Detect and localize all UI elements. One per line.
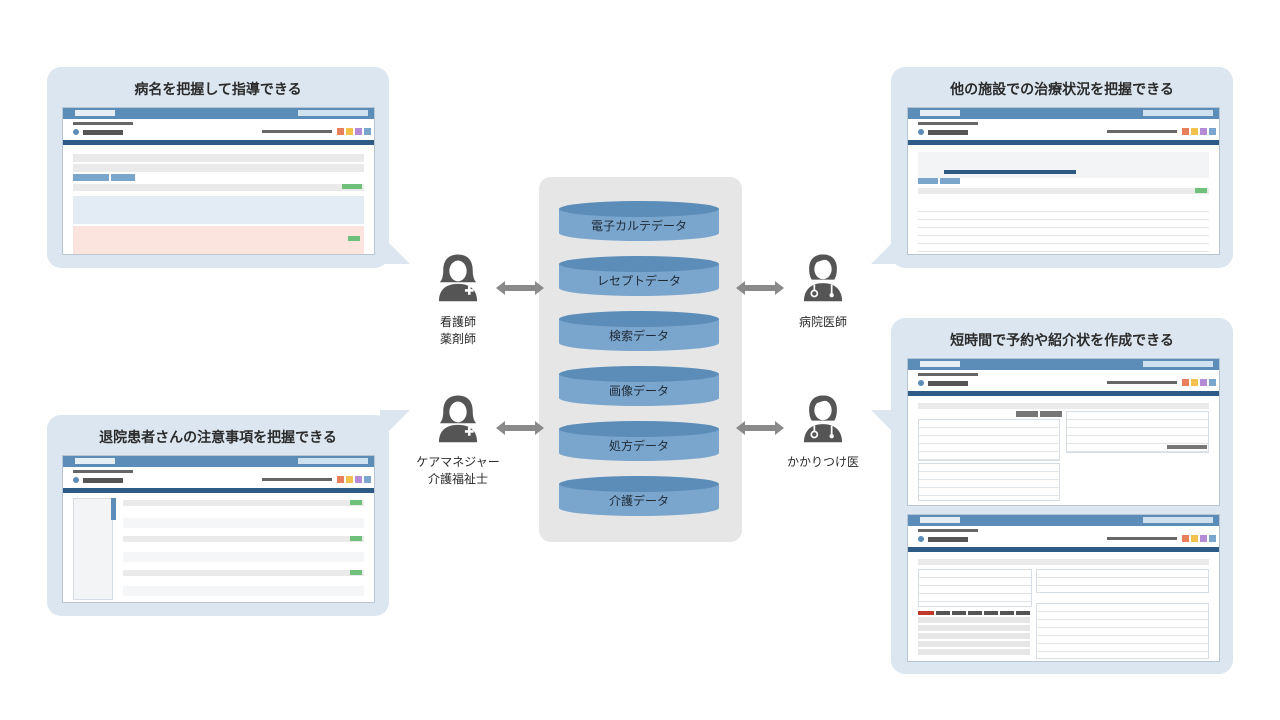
- screen-mockup: [62, 455, 375, 603]
- database-stack: 電子カルテデータ レセプトデータ 検索データ 画像データ 処方データ 介護データ: [539, 177, 742, 542]
- screen-mockup: [907, 514, 1220, 662]
- nurse-icon: [429, 251, 487, 303]
- database-item-label: 検索データ: [608, 329, 669, 343]
- database-item-label: 画像データ: [608, 384, 669, 398]
- callout-pointer: [871, 234, 901, 264]
- callout-panel-top-left: 病名を把握して指導できる: [47, 67, 389, 268]
- database-item-label: 処方データ: [608, 439, 669, 453]
- database-item-label: 介護データ: [608, 494, 669, 508]
- callout-panel-bottom-right: 短時間で予約や紹介状を作成できる: [891, 318, 1233, 674]
- callout-panel-top-right: 他の施設での治療状況を把握できる: [891, 67, 1233, 268]
- doctor-icon: [794, 392, 852, 444]
- bidirectional-arrow-icon: [496, 421, 544, 435]
- screen-mockup: [907, 107, 1220, 255]
- callout-panel-bottom-left: 退院患者さんの注意事項を把握できる: [47, 415, 389, 616]
- panel-title: 他の施設での治療状況を把握できる: [950, 82, 1174, 98]
- role-label-nurse: 看護師 薬剤師: [439, 315, 476, 346]
- database-item-image: 画像データ: [559, 366, 719, 406]
- database-item-receipt: レセプトデータ: [559, 256, 719, 296]
- callout-pointer: [380, 410, 410, 440]
- bidirectional-arrow-icon: [736, 281, 784, 295]
- database-item-label: 電子カルテデータ: [590, 219, 687, 233]
- screen-mockup: [907, 358, 1220, 506]
- database-item-search: 検索データ: [559, 311, 719, 351]
- database-item-prescription: 処方データ: [559, 421, 719, 461]
- database-item-care: 介護データ: [559, 476, 719, 516]
- panel-title: 病名を把握して指導できる: [134, 82, 302, 98]
- database-item-label: レセプトデータ: [596, 274, 681, 288]
- bidirectional-arrow-icon: [496, 281, 544, 295]
- care-worker-icon: [429, 392, 487, 444]
- doctor-icon: [794, 251, 852, 303]
- role-label-hospital-doctor: 病院医師: [798, 315, 847, 329]
- bidirectional-arrow-icon: [736, 421, 784, 435]
- role-label-care-manager: ケアマネジャー 介護福祉士: [416, 455, 500, 486]
- callout-pointer: [871, 410, 901, 440]
- callout-pointer: [380, 234, 410, 264]
- screen-mockup: [62, 107, 375, 255]
- role-label-family-doctor: かかりつけ医: [786, 455, 860, 469]
- panel-title: 短時間で予約や紹介状を作成できる: [950, 333, 1174, 349]
- panel-title: 退院患者さんの注意事項を把握できる: [99, 430, 337, 446]
- database-item-ehr: 電子カルテデータ: [559, 201, 719, 241]
